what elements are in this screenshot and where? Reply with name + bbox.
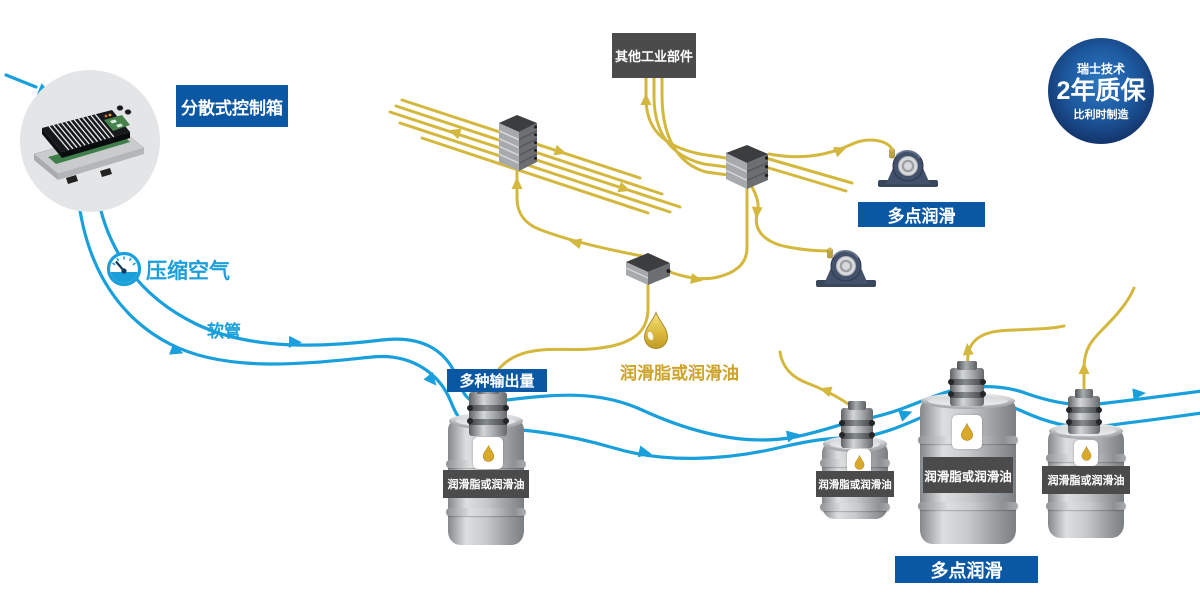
lube-line-to-parts-box [644,76,728,160]
lube-branch-line [767,157,854,185]
air-hose-lower [76,194,1200,460]
control-box-label: 分散式控制箱 [176,85,288,127]
lube-bundle-line [420,136,650,215]
lube-line-to-bearing1 [767,138,894,159]
drum-band-label: 润滑脂或润滑油 [443,470,529,498]
oil-droplet-icon [642,310,670,351]
lubrication-pump [839,401,875,448]
pillow-block-bearing [876,146,940,188]
oil-label-chip [473,437,503,469]
drum-band-label: 润滑脂或润滑油 [816,471,894,497]
lube-feed-from-pump1 [486,282,650,396]
drum-rib [918,502,1018,510]
drum-rib [820,503,890,511]
lubrication-pump [1066,389,1102,434]
lube-line-to-bearing2 [749,183,832,253]
lube-line-to-parts-box [660,76,730,177]
drum-band-label: 润滑脂或润滑油 [923,457,1013,493]
lube-out-pump3 [965,324,1066,370]
droplet-icon [1081,445,1091,461]
badge-main-text: 2年质保 [1056,76,1146,105]
drum-rib [446,508,526,516]
hose-label: 软管 [207,322,241,341]
lube-line-to-parts-box [652,76,729,169]
other-industrial-parts-box: 其他工业部件 [612,33,696,78]
oil-drum: 润滑脂或润滑油 [816,436,894,519]
control-box-image [33,105,145,184]
multi-output-pump [467,385,509,436]
lube-link-to-distributor3 [668,185,749,281]
badge-top-text: 瑞士技术 [1076,61,1125,76]
droplet-icon [961,423,973,441]
lube-bundle-line [398,121,672,214]
badge-bottom-text: 比利时制造 [1073,109,1129,122]
multiple-output-label: 多种输出量 [447,369,547,392]
drum-rib [1046,502,1126,510]
lubrication-pump [948,361,986,406]
drum-band-label: 润滑脂或润滑油 [1042,466,1130,494]
lube-branch-line [767,166,848,193]
control-box-photo-circle [20,70,160,212]
air-inlet-line [4,73,38,89]
oil-label-chip [1074,440,1098,466]
air-hose-upper [95,190,1200,442]
distributor-single [622,250,674,290]
air-hoses [4,73,1200,460]
multipoint-lubrication-label-right: 多点润滑 [858,202,985,227]
multipoint-lubrication-label-bottom: 多点润滑 [895,556,1038,583]
lube-riser-to-distributor5 [515,168,644,258]
oil-drum: 润滑脂或润滑油 [1042,423,1130,538]
oil-label-chip [847,449,871,475]
lube-out-pump2 [778,350,859,417]
progressive-distributor-5port [495,113,541,175]
compressed-air-label: 压缩空气 [146,260,230,283]
oil-drum: 润滑脂或润滑油 [918,393,1018,544]
droplet-icon [482,444,494,462]
oil-drum: 润滑脂或润滑油 [443,413,529,545]
pressure-gauge-icon [106,251,142,287]
pillow-block-bearing [814,246,878,288]
warranty-badge: 瑞士技术 2年质保 比利时制造 [1048,38,1154,144]
lube-flow-arrows [448,93,1090,398]
lube-out-pump4 [1082,286,1136,398]
progressive-distributor-3port [722,143,772,191]
oil-label-chip [952,415,982,449]
grease-or-oil-caption: 润滑脂或润滑油 [620,364,739,383]
droplet-icon [854,454,864,470]
